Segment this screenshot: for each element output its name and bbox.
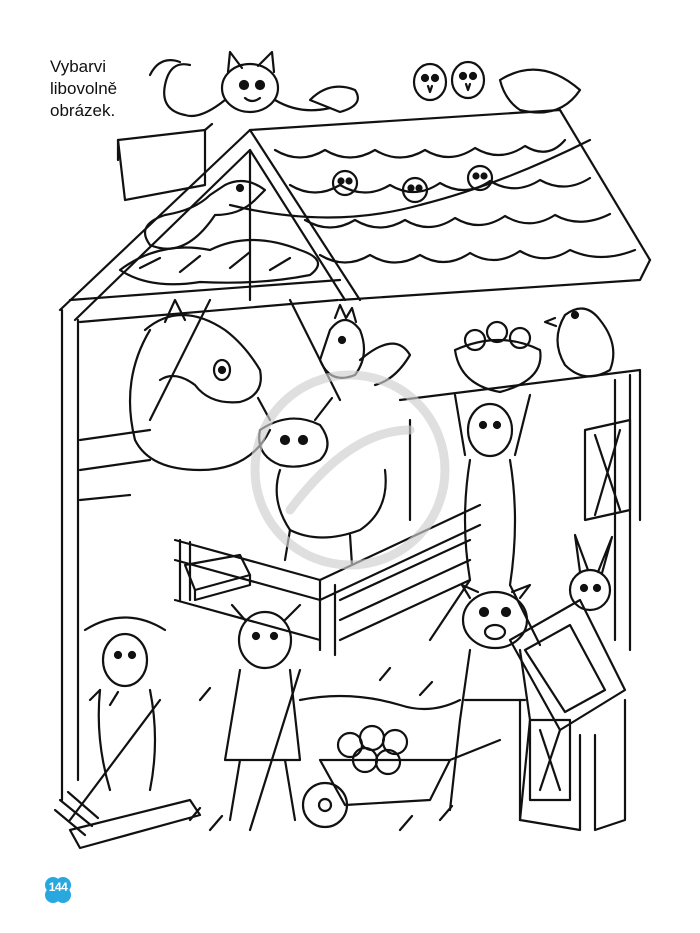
- barn: [58, 108, 652, 802]
- bird-icon: [308, 60, 582, 114]
- farmer-figure: [428, 393, 542, 647]
- duck-icon: [143, 179, 267, 250]
- rabbit-icon: [568, 533, 614, 612]
- wheelbarrow-icon: [301, 724, 502, 829]
- watermark-logo: [250, 370, 450, 570]
- goat-icon: [256, 396, 387, 567]
- dog-figure: [223, 603, 302, 832]
- instruction-line-2: libovolně: [50, 79, 118, 98]
- instruction-line-3: obrázek.: [50, 101, 116, 120]
- page-number: 144: [48, 880, 68, 894]
- bird-icon: [228, 138, 592, 219]
- hutch: [508, 418, 632, 832]
- basket-icon: [453, 320, 542, 394]
- rake-icon: [53, 616, 202, 850]
- duck-icon: [543, 307, 615, 378]
- ground-hay: [88, 666, 462, 832]
- horse-icon: [128, 298, 272, 472]
- page-number-badge-icon: [45, 877, 71, 903]
- cat-icon: [148, 50, 332, 118]
- instruction-text: Vybarvi libovolně obrázek.: [50, 56, 170, 122]
- pig-icon: [448, 583, 532, 822]
- instruction-line-1: Vybarvi: [50, 57, 107, 76]
